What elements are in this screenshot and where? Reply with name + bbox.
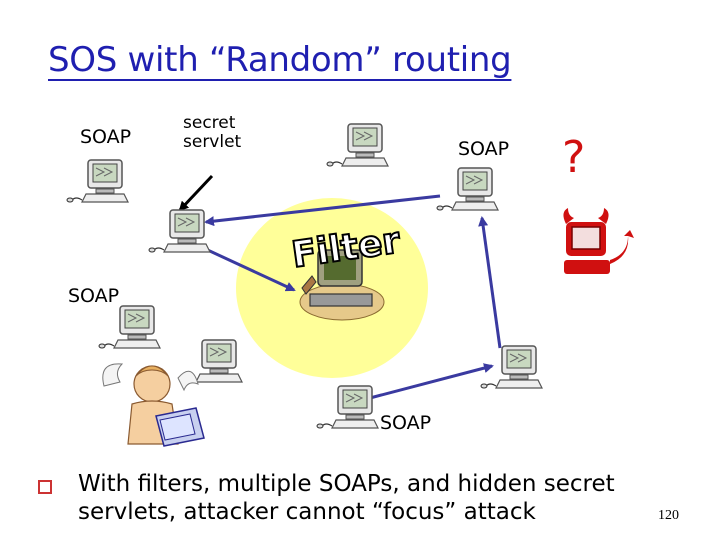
secret-label-line1: secret bbox=[183, 113, 236, 133]
secret-servlet-label: secret servlet bbox=[183, 114, 241, 152]
bullet-icon bbox=[38, 480, 52, 494]
secret-label-line2: servlet bbox=[183, 132, 242, 152]
filter-computer-icon bbox=[301, 249, 373, 307]
page-number: 120 bbox=[658, 508, 679, 523]
soap-label: SOAP bbox=[380, 412, 432, 434]
arrow-right-up bbox=[478, 216, 502, 349]
computer-icon bbox=[148, 209, 211, 253]
computer-icon bbox=[316, 385, 379, 429]
computer-icon bbox=[66, 159, 129, 203]
computer-icon bbox=[436, 167, 499, 211]
arrow-bottom bbox=[369, 363, 494, 400]
routing-arrows bbox=[178, 174, 502, 400]
computer-icon bbox=[326, 123, 389, 167]
bullet-text: With filters, multiple SOAPs, and hidden… bbox=[78, 471, 615, 525]
soap-label: SOAP bbox=[68, 285, 120, 307]
soap-label: SOAP bbox=[458, 138, 510, 160]
arrow-secret-to-pc bbox=[178, 174, 214, 212]
soap-label: SOAP bbox=[80, 126, 132, 148]
angel-icon bbox=[102, 363, 205, 447]
question-mark: ? bbox=[562, 132, 586, 183]
slide-title: SOS with “Random” routing bbox=[48, 40, 512, 80]
devil-attacker-icon bbox=[563, 208, 634, 274]
computer-icon bbox=[98, 305, 161, 349]
arrow-top bbox=[204, 194, 441, 227]
